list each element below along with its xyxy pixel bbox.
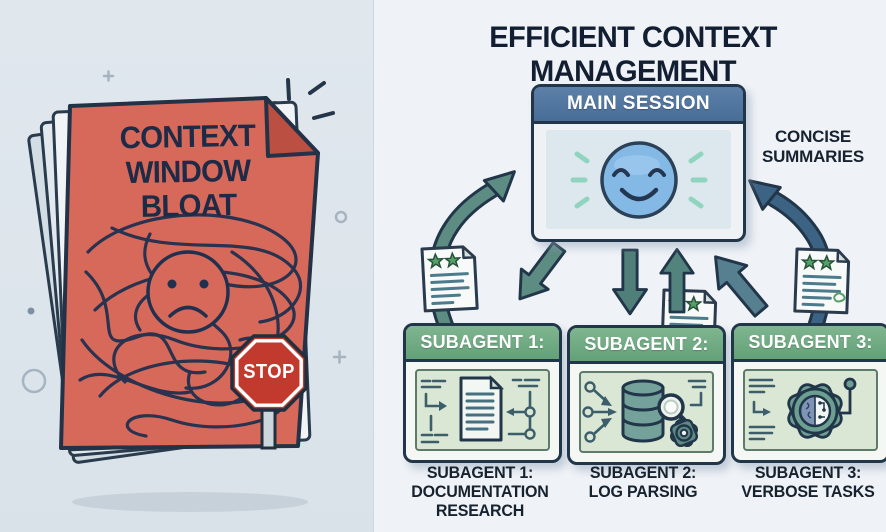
page-title: EFFICIENT CONTEXT MANAGEMENT <box>489 21 777 88</box>
subagent3-box: SUBAGENT 3: <box>731 323 886 463</box>
stop-label: STOP <box>243 361 295 383</box>
database-search-gear-icon <box>582 379 707 448</box>
circle-icon <box>21 368 47 394</box>
subagent1-header: SUBAGENT 1: <box>406 326 559 362</box>
document-flowchart-icon <box>420 374 541 444</box>
summary-doc-icon-1 <box>422 246 477 311</box>
circle-icon <box>334 210 348 224</box>
subagent2-box: SUBAGENT 2: <box>567 325 726 465</box>
gear-icon <box>669 418 699 448</box>
impact-lines-icon <box>286 78 335 120</box>
context-window-bloat-title: CONTEXT WINDOW BLOAT <box>119 117 256 225</box>
subagent3-caption: SUBAGENT 3: VERBOSE TASKS <box>741 464 875 502</box>
brain-gear-icon <box>748 377 857 441</box>
main-session-header: MAIN SESSION <box>534 87 743 124</box>
brain-half-icon <box>799 395 816 427</box>
background-decorations <box>21 70 348 394</box>
context-bloat-panel: CONTEXT WINDOW BLOAT STOP <box>0 0 374 532</box>
arrow-main-to-subagent1 <box>505 235 574 311</box>
arrow-main-to-subagent2 <box>612 248 648 316</box>
subagent2-caption: SUBAGENT 2: LOG PARSING <box>588 464 698 502</box>
green-scribble-icon <box>833 292 846 303</box>
subagent1-caption: SUBAGENT 1: DOCUMENTATION RESEARCH <box>411 464 549 521</box>
subagent2-icon-panel <box>579 371 714 453</box>
subagent1-icon-panel <box>415 369 550 451</box>
summary-doc-icon-3 <box>795 249 849 313</box>
folded-corner <box>264 96 320 158</box>
stop-sign-icon <box>230 334 308 450</box>
plus-icon <box>332 350 347 364</box>
dot-icon <box>27 307 35 315</box>
gear-icon <box>787 383 843 439</box>
subagent3-header: SUBAGENT 3: <box>734 326 886 362</box>
subagent1-box: SUBAGENT 1: <box>403 323 562 463</box>
concise-summaries-note: CONCISE SUMMARIES <box>761 127 865 167</box>
tangled-scribble-icon <box>78 213 303 438</box>
circuit-half-icon <box>818 401 826 419</box>
sad-face-icon <box>146 250 230 334</box>
ground-shadow <box>72 492 308 512</box>
subagent2-header: SUBAGENT 2: <box>570 328 723 364</box>
plus-icon <box>102 70 115 82</box>
main-session-panel <box>546 130 731 229</box>
context-bloat-art <box>21 70 348 512</box>
main-session-box: MAIN SESSION <box>531 84 746 242</box>
happy-face-icon <box>570 140 707 219</box>
subagent3-icon-panel <box>743 369 878 451</box>
